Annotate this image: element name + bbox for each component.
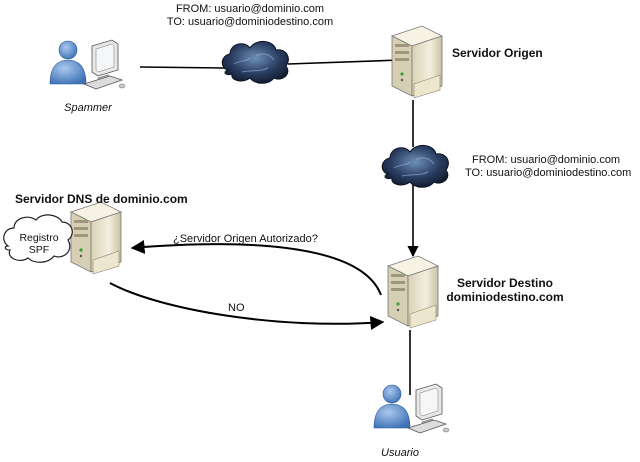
answer-no-label: NO — [228, 302, 245, 314]
spammer-user-computer-icon — [49, 39, 126, 90]
arrow-query-to-dns — [130, 239, 382, 296]
arrow-answer-no — [109, 282, 385, 330]
internet-cloud-icon-right — [381, 144, 449, 188]
registro-spf-line1: Registro — [19, 232, 59, 244]
spammer-label: Spammer — [64, 102, 112, 114]
msg-top-to: TO: usuario@dominiodestino.com — [166, 16, 334, 28]
dns-server-icon — [70, 201, 122, 275]
msg-right-from: FROM: usuario@dominio.com — [472, 154, 621, 166]
dns-server-label: Servidor DNS de dominio.com — [15, 192, 188, 206]
servidor-origen-label: Servidor Origen — [452, 46, 543, 60]
servidor-destino-label: Servidor Destino — [456, 276, 554, 290]
servidor-destino-server-icon — [387, 255, 439, 329]
servidor-destino-domain-label: dominiodestino.com — [446, 290, 564, 304]
registro-spf-line2: SPF — [28, 244, 50, 256]
query-label: ¿Servidor Origen Autorizado? — [173, 233, 318, 245]
usuario-user-computer-icon — [373, 383, 450, 434]
usuario-label: Usuario — [381, 447, 419, 459]
msg-right-to: TO: usuario@dominiodestino.com — [465, 167, 632, 179]
line-spammer-cloud — [139, 66, 226, 69]
internet-cloud-icon-top — [221, 40, 289, 84]
line-cloud-origen — [287, 59, 401, 65]
servidor-origen-server-icon — [391, 25, 443, 99]
registro-spf-bubble — [3, 214, 73, 263]
msg-top-from: FROM: usuario@dominio.com — [175, 3, 325, 15]
